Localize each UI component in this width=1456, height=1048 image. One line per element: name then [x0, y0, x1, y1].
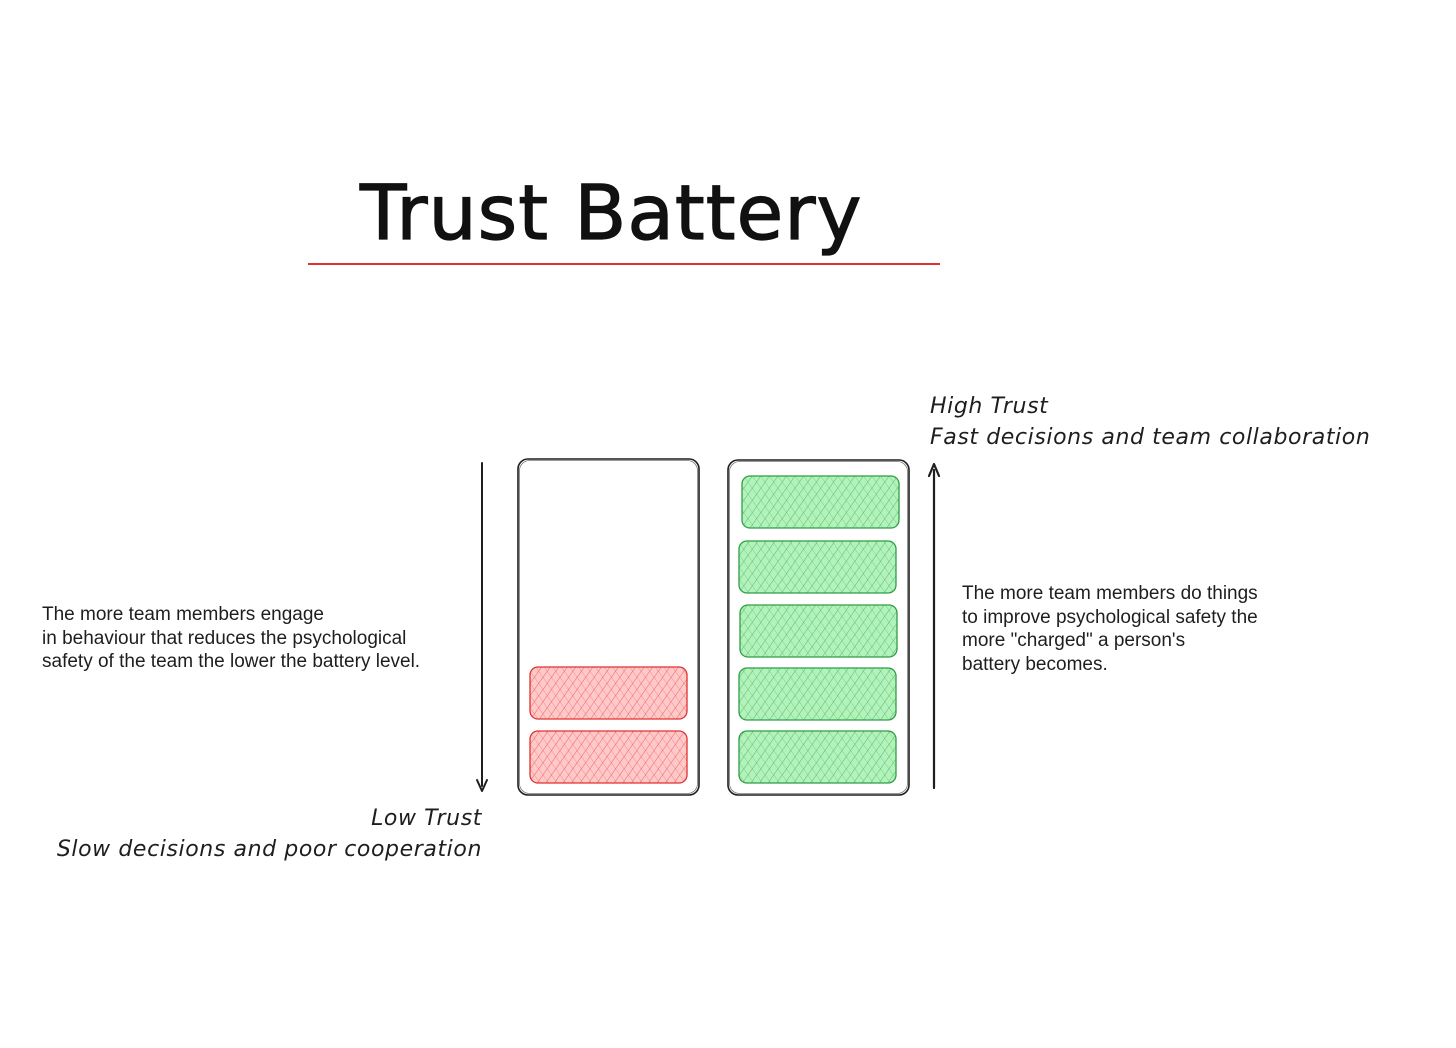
high-trust-battery	[727, 459, 910, 796]
battery-outline-sketch	[729, 461, 908, 794]
low-trust-arrow	[476, 462, 488, 792]
low-trust-battery-cell	[529, 730, 688, 784]
arrow-up-icon	[927, 462, 941, 478]
battery-outline	[727, 459, 910, 796]
high-trust-description: The more team members do things to impro…	[962, 582, 1258, 676]
low-trust-description-line: in behaviour that reduces the psychologi…	[42, 627, 407, 649]
high-trust-arrow	[927, 462, 941, 790]
high-trust-description-line: The more team members do things	[962, 583, 1258, 604]
high-trust-battery-cell	[738, 540, 897, 594]
low-trust-description: The more team members engage in behaviou…	[42, 603, 420, 674]
low-trust-heading: Low Trust	[371, 806, 482, 831]
arrow-down-icon	[476, 779, 488, 792]
high-trust-description-line: more "charged" a person's	[962, 630, 1186, 651]
diagram-title: Trust Battery	[359, 167, 863, 257]
low-trust-battery-cell	[529, 666, 688, 720]
high-trust-battery-cell	[739, 604, 898, 658]
battery-outline	[517, 458, 700, 796]
high-trust-battery-cell	[738, 730, 897, 784]
high-trust-battery-cell	[741, 475, 900, 529]
high-trust-heading: High Trust	[930, 394, 1049, 419]
low-trust-battery	[517, 458, 700, 796]
low-trust-description-line: safety of the team the lower the battery…	[42, 651, 421, 672]
battery-outline-sketch	[519, 460, 698, 794]
high-trust-battery-cell	[738, 667, 897, 721]
title-underline	[308, 263, 940, 265]
low-trust-subheading: Slow decisions and poor cooperation	[56, 837, 482, 862]
high-trust-description-line: to improve psychological safety the	[962, 606, 1258, 628]
high-trust-description-line: battery becomes.	[962, 653, 1108, 675]
low-trust-description-line: The more team members engage	[42, 604, 324, 625]
high-trust-subheading: Fast decisions and team collaboration	[930, 425, 1371, 450]
